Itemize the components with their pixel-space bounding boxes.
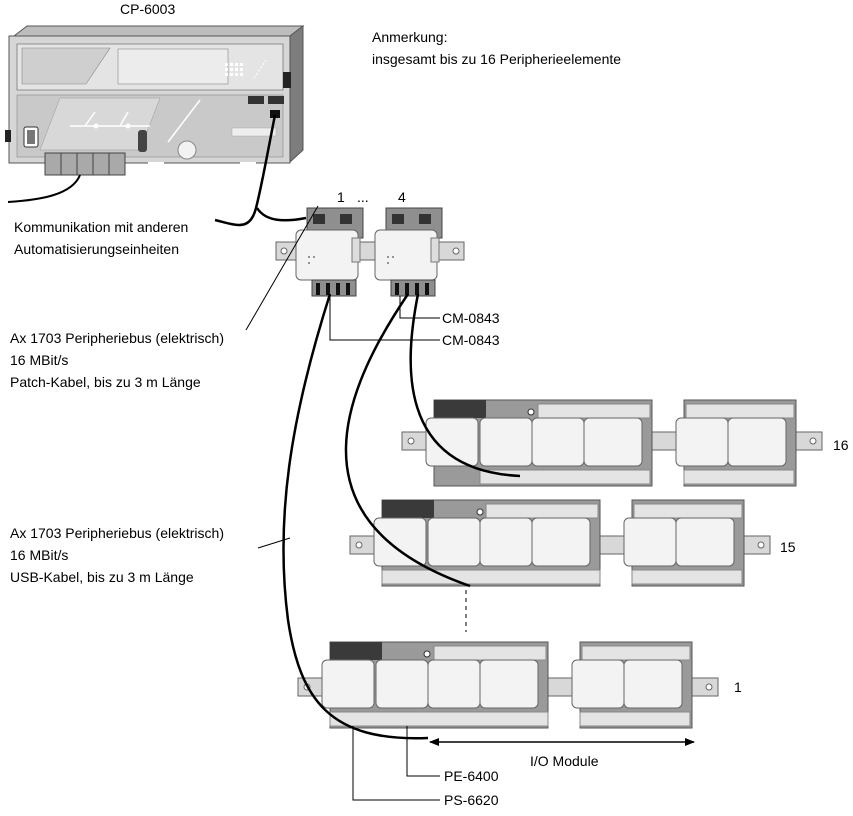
rack-1 xyxy=(297,641,719,729)
patch-cable-rack-16 xyxy=(409,293,521,478)
note-body: insgesamt bis zu 16 Peripherieelemente xyxy=(372,51,621,67)
rack-16 xyxy=(401,399,823,487)
cm-module-left xyxy=(295,207,364,297)
cpu-title: CP-6003 xyxy=(120,1,175,17)
vent-grid xyxy=(225,63,243,76)
communication-label-2: Automatisierungseinheiten xyxy=(14,241,179,257)
usb-bus-line2: 16 MBit/s xyxy=(10,547,68,563)
usb-bus-line3: USB-Kabel, bis zu 3 m Länge xyxy=(10,569,194,585)
rack-label-middle: 15 xyxy=(780,539,796,555)
usb-cable-rack-1 xyxy=(282,293,429,740)
note-heading: Anmerkung: xyxy=(372,29,447,45)
cm-label-upper: CM-0843 xyxy=(442,310,500,326)
pe-leader xyxy=(406,726,440,777)
patch-bus-leader xyxy=(245,205,319,331)
patch-bus-line2: 16 MBit/s xyxy=(10,352,68,368)
patch-cable-end xyxy=(255,207,307,222)
usb-bus-leader xyxy=(257,537,291,549)
rack-label-bottom: 1 xyxy=(734,679,742,695)
communication-label-1: Kommunikation mit anderen xyxy=(14,219,188,235)
cpu-unit xyxy=(5,24,305,176)
cm-range-end: 4 xyxy=(398,189,406,205)
rack-15 xyxy=(349,499,771,587)
patch-bus-line1: Ax 1703 Peripheriebus (elektrisch) xyxy=(10,330,224,346)
pe-label: PE-6400 xyxy=(444,768,499,784)
cm-leader-lower xyxy=(329,296,440,341)
cm-module-right xyxy=(374,207,443,297)
cm-leader-upper xyxy=(399,296,440,319)
comm-port-block xyxy=(44,152,126,176)
serial-port-icon xyxy=(23,126,39,148)
cm-label-lower: CM-0843 xyxy=(442,332,500,348)
usb-bus-line1: Ax 1703 Peripheriebus (elektrisch) xyxy=(10,525,224,541)
patch-cable-rack-15 xyxy=(344,293,471,588)
io-modules-label: I/O Module xyxy=(530,753,599,769)
patch-bus-line3: Patch-Kabel, bis zu 3 m Länge xyxy=(10,374,201,390)
ps-leader xyxy=(352,726,440,801)
ps-label: PS-6620 xyxy=(444,792,499,808)
cm-range-start: 1 xyxy=(337,189,345,205)
communication-cable xyxy=(7,174,81,203)
cm-range-ellipsis: ... xyxy=(357,189,369,205)
rack-label-top: 16 xyxy=(833,437,849,453)
db9-port-icon xyxy=(138,130,147,152)
patch-cable xyxy=(214,114,277,227)
